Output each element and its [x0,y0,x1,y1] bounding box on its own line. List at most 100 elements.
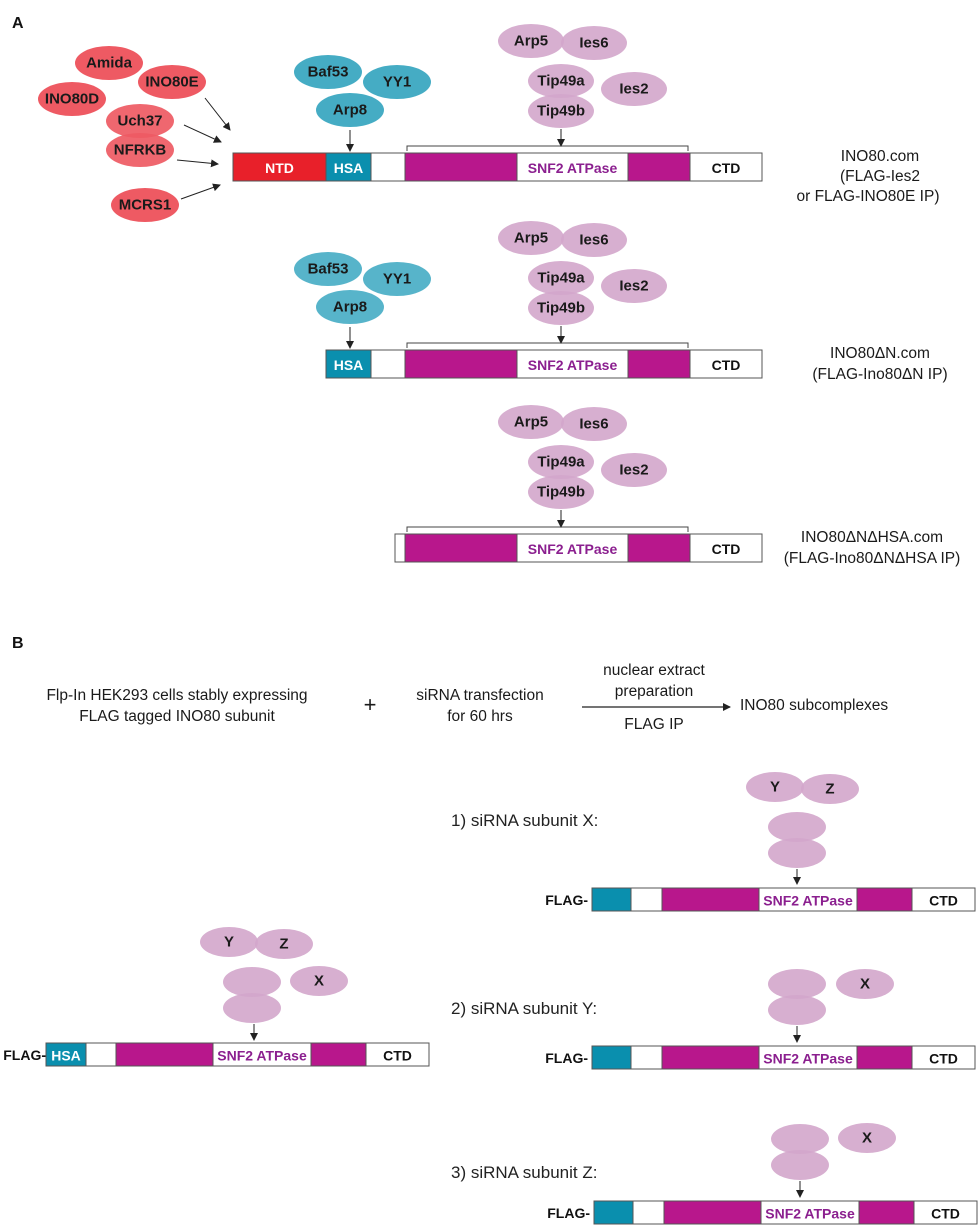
linker-region [394,533,406,563]
subunit-tip49a-generic [768,969,826,999]
construct3-line1: INO80ΔNΔHSA.com [801,529,943,546]
bar-step3: SNF2 ATPase CTD [593,1200,978,1225]
snf2-atpase-domain: SNF2 ATPase [760,1200,860,1225]
hsa-domain-label: HSA [334,357,364,373]
subunit-ies2-label: Ies2 [619,278,648,295]
subunit-yy1-label: YY1 [383,271,411,288]
subunit-y-label: Y [224,934,234,951]
ctd-domain: CTD [911,887,976,912]
cells-line2: FLAG tagged INO80 subunit [79,708,275,725]
hsa-domain [591,887,632,912]
snf2-atpase-domain: SNF2 ATPase [516,533,629,563]
snf2-atpase-domain-label: SNF2 ATPase [528,541,618,557]
subunit-baf53: Baf53 [294,252,362,286]
subunit-tip49a-label: Tip49a [537,73,585,90]
subunit-arp8-label: Arp8 [333,299,367,316]
subunit-x-label: X [862,1130,872,1147]
svg-text:MCRS1: MCRS1 [119,197,172,214]
snf2-atpase-domain: SNF2 ATPase [758,887,858,912]
subunit-ies6-label: Ies6 [579,232,608,249]
subunit-x-label: X [314,973,324,990]
subunit-uch37 [106,104,174,138]
ntd-domain: NTD [232,152,327,182]
subunit-x: X [838,1123,896,1153]
teal-subunits-row1: Baf53 YY1 Arp8 [294,55,431,152]
atpase-bracket-1 [406,145,689,151]
cells-line1: Flp-In HEK293 cells stably expressing [46,687,307,704]
subunit-arp5-label: Arp5 [514,414,548,431]
subunit-y: Y [746,772,804,802]
snf2-atpase-domain-label: SNF2 ATPase [528,160,618,176]
snf2-atpase-domain-label: SNF2 ATPase [763,1051,853,1067]
subunit-arp5: Arp5 [498,221,564,255]
arrow-top-line2: preparation [615,683,693,700]
subunit-arp8: Arp8 [316,290,384,324]
subunit-yy1: YY1 [363,262,431,296]
subunit-arp5-label: Arp5 [514,230,548,247]
atpase-lobe [627,152,691,182]
svg-text:NFRKB: NFRKB [114,142,167,159]
subunit-tip49b-generic [771,1150,829,1180]
ctd-domain: CTD [911,1045,976,1070]
subunit-y-label: Y [770,779,780,796]
bar-step2: SNF2 ATPase CTD [591,1045,976,1070]
subunit-ies6: Ies6 [561,26,627,60]
hsa-domain: HSA [45,1042,87,1067]
hsa-domain-label: HSA [51,1048,81,1064]
ctd-domain: CTD [689,533,763,563]
snf2-atpase-domain: SNF2 ATPase [516,152,629,182]
atpase-lobe [404,533,518,563]
arrow-uch37 [183,124,222,143]
construct2-line2: (FLAG-Ino80ΔN IP) [812,366,947,383]
subunit-tip49a: Tip49a [528,445,594,479]
ctd-domain-label: CTD [712,357,741,373]
subunit-arp8: Arp8 [333,102,367,119]
subunit-yy1: YY1 [383,74,411,91]
ctd-domain: CTD [689,152,763,182]
subunit-nfrkb: NFRKB [106,133,174,167]
subunit-tip49b: Tip49b [528,94,594,128]
arrow-nfrkb [176,159,219,168]
subunit-ies2-label: Ies2 [619,462,648,479]
linker-region [630,887,663,912]
subunit-uch37-label: Uch37 [117,113,162,130]
sirna-line1: siRNA transfection [416,687,544,704]
subunit-z-label: Z [279,936,288,953]
subunit-z-label: Z [825,781,834,798]
snf2-atpase-domain-label: SNF2 ATPase [765,1206,855,1222]
step-2-label: 2) siRNA subunit Y: [451,999,597,1018]
subunit-z: Z [801,774,859,804]
subunit-ies6: Ies6 [561,223,627,257]
subunit-arp5: Arp5 [498,405,564,439]
ctd-domain-label: CTD [929,893,958,909]
snf2-atpase-domain-label: SNF2 ATPase [528,357,618,373]
hsa-domain [593,1200,634,1225]
subunit-tip49b-generic [223,993,281,1023]
plus-sign: + [364,692,377,717]
ctd-domain: CTD [913,1200,978,1225]
atpase-bracket-3 [406,526,689,532]
subunit-ies6-label: Ies6 [579,35,608,52]
subunit-tip49a-label: Tip49a [537,454,585,471]
snf2-atpase-domain: SNF2 ATPase [758,1045,858,1070]
construct3-line2: (FLAG-Ino80ΔNΔHSA IP) [784,550,961,567]
subunit-baf53-label: Baf53 [308,261,349,278]
subunit-mcrs1: MCRS1 [111,188,179,222]
linker-region [370,152,406,182]
atpase-lobe [627,533,691,563]
subunit-x: X [290,966,348,996]
subunit-ies2-label: Ies2 [619,81,648,98]
ctd-domain-label: CTD [929,1051,958,1067]
ntd-domain-label: NTD [265,160,294,176]
arrow-top-line1: nuclear extract [603,662,705,679]
svg-text:INO80E: INO80E [145,74,198,91]
bar-ino80-deltaN: HSA SNF2 ATPase CTD [325,349,763,379]
step-3-label: 3) siRNA subunit Z: [451,1163,597,1182]
subunit-arp5-label: Arp5 [514,33,548,50]
